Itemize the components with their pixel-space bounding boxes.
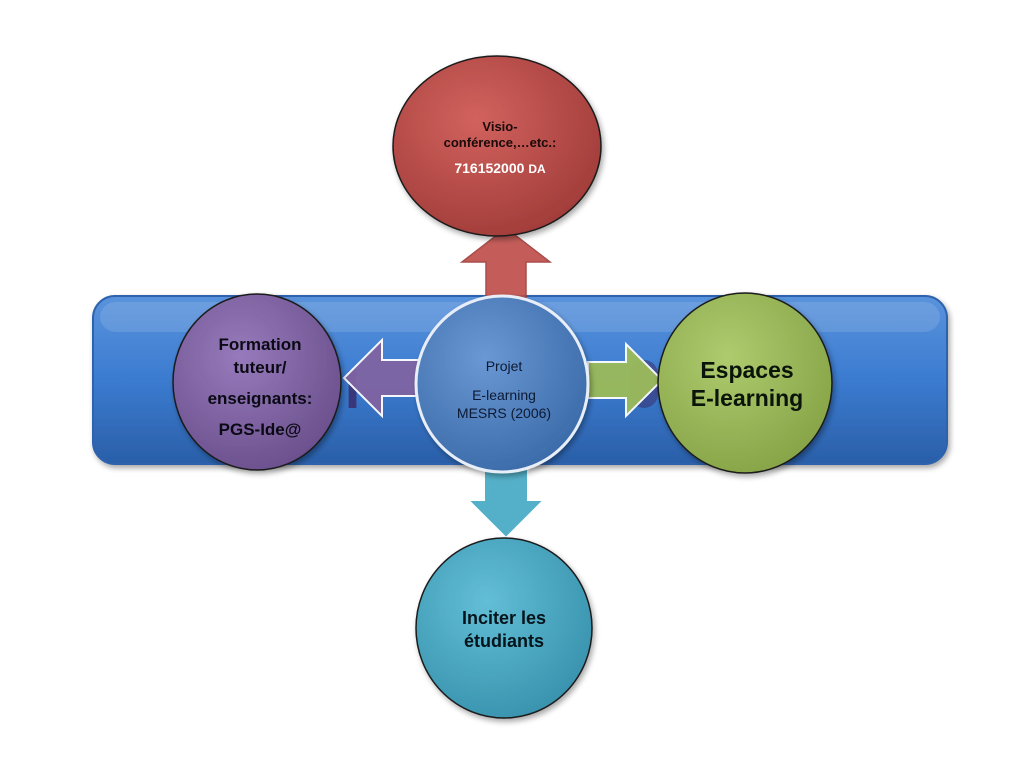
top-node-amount-row: 716152000 DA bbox=[454, 160, 545, 178]
bottom-node-line2: étudiants bbox=[463, 631, 544, 651]
top-node-line1: Visio- bbox=[482, 119, 518, 134]
center-node-line3: MESRS (2006) bbox=[456, 404, 552, 421]
right-node-line2: E-learning bbox=[690, 385, 804, 411]
left-node-line3: enseignants: bbox=[207, 389, 313, 408]
left-node-line2: tuteur/ bbox=[233, 358, 287, 378]
left-node-line1: Formation bbox=[218, 335, 302, 355]
bottom-node-circle bbox=[415, 537, 593, 719]
right-node-circle bbox=[657, 292, 833, 474]
top-node-label: Visio- conférence,…etc.: 716152000 DA bbox=[410, 108, 590, 188]
left-node-line4: PGS-Ide@ bbox=[218, 419, 302, 439]
arrow-right bbox=[587, 341, 664, 419]
arrow-up bbox=[459, 227, 553, 299]
center-node-line1: Projet bbox=[485, 357, 523, 374]
bottom-node-label: Inciter les étudiants bbox=[420, 590, 588, 670]
top-node-circle bbox=[392, 55, 602, 237]
left-node-label: Formation tuteur/ enseignants: PGS-Ide@ bbox=[180, 318, 340, 458]
center-node-line2: E-learning bbox=[472, 387, 536, 404]
top-node-amount: 716152000 bbox=[454, 159, 525, 176]
center-node-label: Projet E-learning MESRS (2006) bbox=[420, 335, 588, 445]
top-node-unit: DA bbox=[528, 161, 546, 176]
bottom-node-line1: Inciter les bbox=[461, 607, 547, 628]
arrow-down bbox=[465, 467, 547, 540]
right-node-label: Espaces E-learning bbox=[662, 345, 832, 425]
left-node-circle bbox=[172, 293, 342, 471]
center-node-circle bbox=[414, 294, 590, 474]
right-node-line1: Espaces bbox=[700, 357, 794, 384]
top-node-line2: conférence,…etc.: bbox=[443, 135, 557, 151]
